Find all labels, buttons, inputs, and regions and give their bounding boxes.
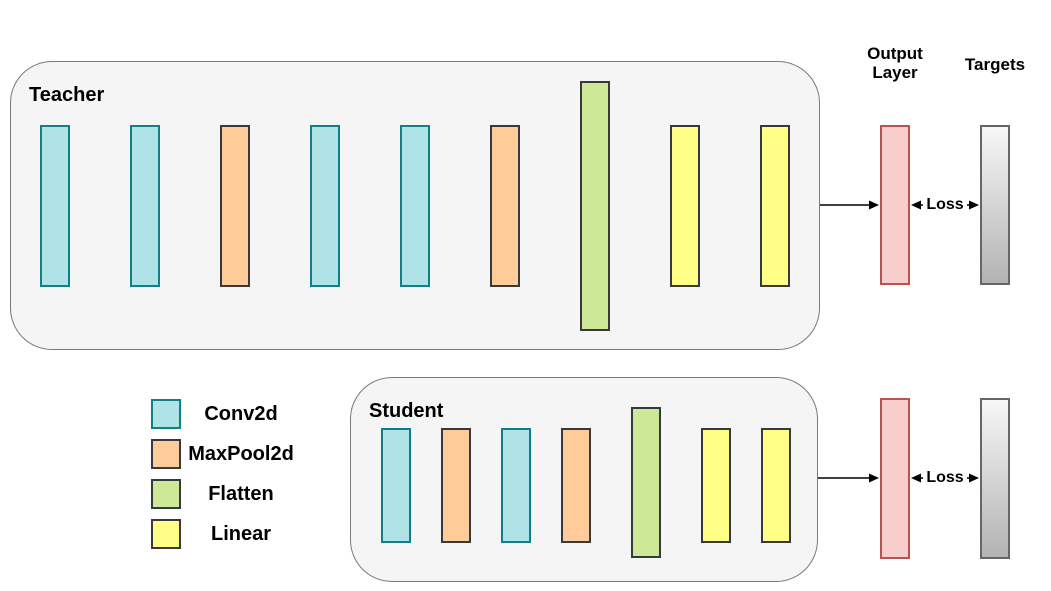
targets-heading: Targets <box>964 55 1026 74</box>
output-layer-heading: Output Layer <box>867 44 923 82</box>
teacher-targets-bar <box>980 125 1010 285</box>
legend-item-linear: Linear <box>151 519 296 549</box>
student-layer-conv2d-bar <box>501 428 531 543</box>
arrowhead-icon <box>911 473 921 483</box>
legend-label-conv2d: Conv2d <box>204 402 278 425</box>
arrowhead-icon <box>869 473 879 483</box>
student-layer-linear-bar <box>701 428 731 543</box>
legend-item-maxpool2d: MaxPool2d <box>151 439 296 469</box>
maxpool2d-swatch-icon <box>151 439 181 469</box>
teacher-layer-linear-bar <box>760 125 790 287</box>
student-layer-linear-bar <box>761 428 791 543</box>
legend-label-maxpool2d: MaxPool2d <box>188 442 294 465</box>
flatten-swatch-icon <box>151 479 181 509</box>
student-layer-flatten-bar <box>631 407 661 558</box>
arrowhead-icon <box>869 200 879 210</box>
student-layer-conv2d-bar <box>381 428 411 543</box>
arrowhead-icon <box>911 200 921 210</box>
student-layer-maxpool2d-bar <box>561 428 591 543</box>
conv2d-swatch-icon <box>151 399 181 429</box>
student-loss-label: Loss <box>923 469 967 487</box>
teacher-layer-maxpool2d-bar <box>490 125 520 287</box>
teacher-layer-maxpool2d-bar <box>220 125 250 287</box>
teacher-loss-label: Loss <box>923 196 967 214</box>
teacher-layer-linear-bar <box>670 125 700 287</box>
teacher-label: Teacher <box>29 84 105 106</box>
arrowhead-icon <box>969 473 979 483</box>
student-output-layer-bar <box>880 398 910 559</box>
legend-item-flatten: Flatten <box>151 479 296 509</box>
student-label: Student <box>369 400 444 422</box>
teacher-layer-flatten-bar <box>580 81 610 331</box>
student-layer-maxpool2d-bar <box>441 428 471 543</box>
legend-label-linear: Linear <box>210 522 272 545</box>
student-targets-bar <box>980 398 1010 559</box>
legend: Conv2d MaxPool2d Flatten Linear <box>151 399 296 559</box>
teacher-output-layer-bar <box>880 125 910 285</box>
student-box: Student <box>350 377 818 582</box>
legend-item-conv2d: Conv2d <box>151 399 296 429</box>
teacher-layer-conv2d-bar <box>130 125 160 287</box>
teacher-layer-conv2d-bar <box>400 125 430 287</box>
linear-swatch-icon <box>151 519 181 549</box>
teacher-layer-conv2d-bar <box>310 125 340 287</box>
arrowhead-icon <box>969 200 979 210</box>
legend-label-flatten: Flatten <box>208 482 274 505</box>
teacher-layer-conv2d-bar <box>40 125 70 287</box>
